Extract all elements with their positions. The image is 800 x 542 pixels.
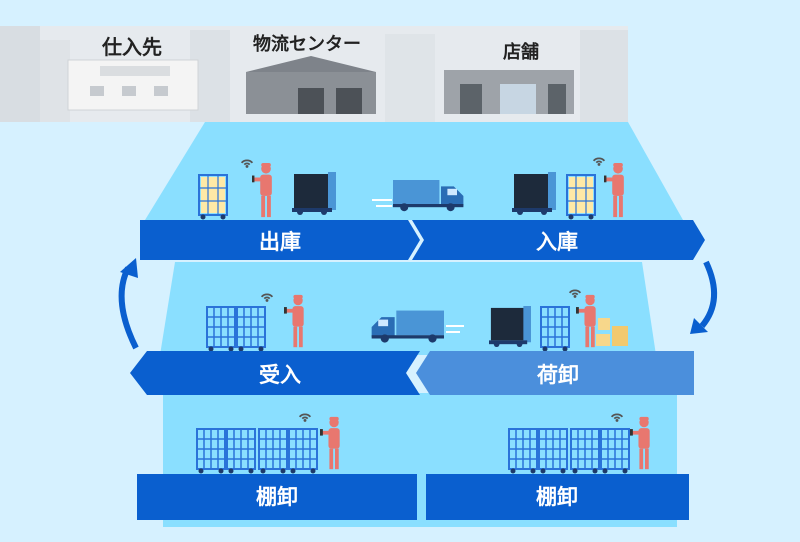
inventory-right-band — [426, 474, 689, 520]
store-building — [444, 70, 574, 114]
down-arrow-right — [690, 260, 718, 334]
middle-band — [130, 351, 694, 395]
supplier-label: 仕入先 — [101, 35, 162, 59]
dc-label: 物流センター — [253, 33, 361, 55]
receiving-dc-label: 受入 — [259, 363, 301, 387]
inventory-right-label: 棚卸 — [536, 485, 578, 509]
receiving-store-label: 入庫 — [536, 230, 578, 254]
middle-panel — [160, 262, 656, 355]
inventory-left-label: 棚卸 — [256, 485, 298, 509]
dc-building — [246, 56, 376, 114]
top-row-illustration — [198, 157, 624, 220]
top-band — [140, 220, 705, 260]
store-label: 店舗 — [503, 41, 539, 63]
shipping-label: 出庫 — [259, 230, 301, 254]
middle-row-illustration — [206, 289, 628, 352]
supplier-building — [67, 59, 199, 111]
unloading-label: 荷卸 — [537, 363, 579, 387]
inventory-left-band — [137, 474, 417, 520]
up-arrow-left — [118, 258, 139, 350]
